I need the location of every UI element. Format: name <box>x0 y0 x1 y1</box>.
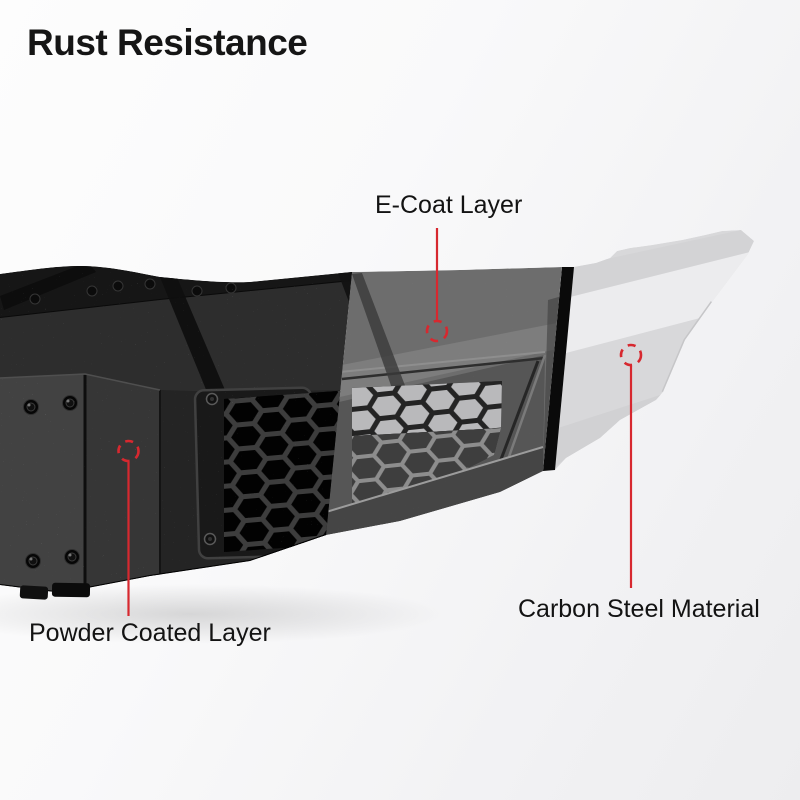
callout-label-carbon: Carbon Steel Material <box>518 595 760 623</box>
carbon-steel-zone <box>555 230 754 470</box>
callout-graphics <box>117 228 643 616</box>
powder-coat-zone <box>0 266 352 592</box>
ecoat-target-circle <box>425 319 449 343</box>
carbon-target-circle <box>619 343 643 367</box>
ecoat-zone <box>326 267 562 535</box>
bottom-feet <box>19 582 91 600</box>
zone-separator-band <box>543 267 574 471</box>
callout-label-powder: Powder Coated Layer <box>29 619 271 647</box>
page-title: Rust Resistance <box>27 22 308 63</box>
callout-label-ecoat: E-Coat Layer <box>375 191 523 219</box>
powder-target-circle <box>117 439 140 463</box>
contact-shadow <box>0 584 445 644</box>
